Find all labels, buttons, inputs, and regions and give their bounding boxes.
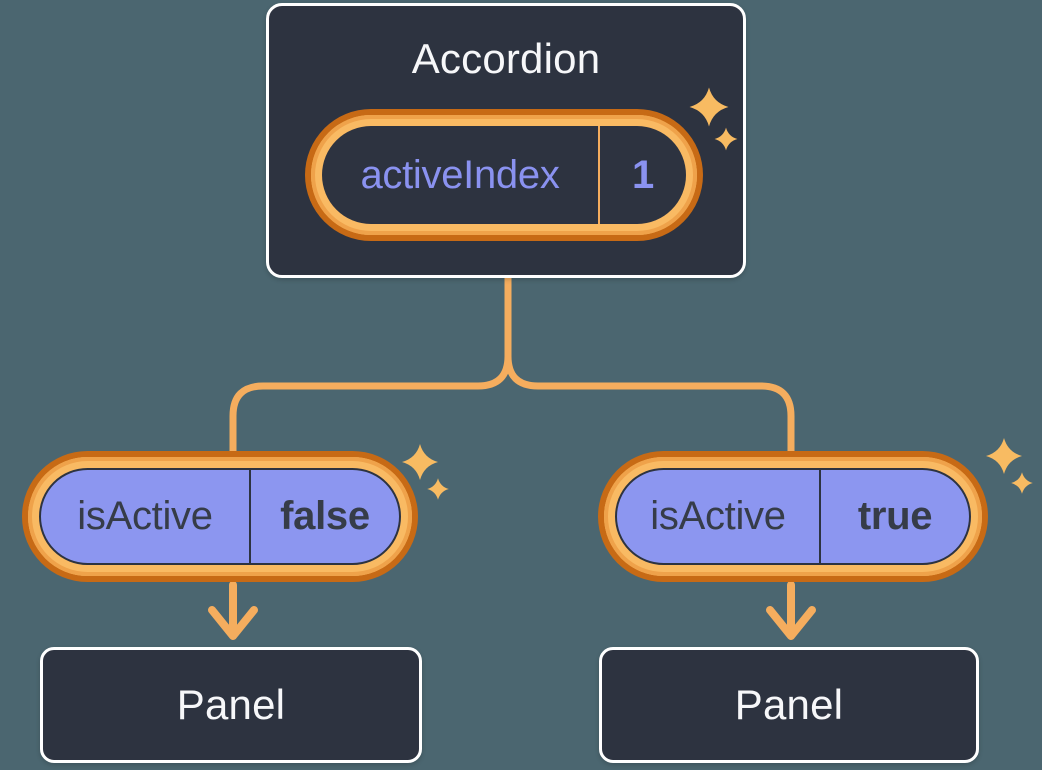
prop-pill-ring: isActive true <box>604 457 982 576</box>
prop-pill-divider <box>249 470 251 563</box>
state-name: activeIndex <box>360 152 560 197</box>
prop-name: isActive <box>77 494 213 538</box>
connector-left-branch <box>229 272 512 457</box>
accordion-card: Accordion activeIndex 1 <box>266 3 746 278</box>
prop-pill-body: isActive false <box>39 468 401 565</box>
panel-title: Panel <box>176 681 286 728</box>
arrow-down-icon <box>766 581 816 640</box>
connector-right-branch <box>504 272 795 457</box>
prop-pill-divider <box>819 470 821 563</box>
prop-pill-isactive-false: isActive false <box>22 451 418 582</box>
prop-pill-body: isActive true <box>615 468 971 565</box>
prop-name: isActive <box>650 494 786 538</box>
prop-value: false <box>280 494 370 538</box>
prop-value: true <box>857 494 933 538</box>
prop-pill-ring: isActive false <box>28 457 412 576</box>
state-pill-activeindex: activeIndex 1 <box>305 109 703 241</box>
state-pill-body: activeIndex 1 <box>322 126 686 224</box>
panel-card-right: Panel <box>599 647 979 763</box>
accordion-title: Accordion <box>411 35 601 82</box>
state-pill-ring: activeIndex 1 <box>311 115 697 235</box>
arrow-down-icon <box>208 581 258 640</box>
prop-pill-isactive-true: isActive true <box>598 451 988 582</box>
panel-title: Panel <box>734 681 844 728</box>
state-value: 1 <box>632 152 654 197</box>
panel-card-left: Panel <box>40 647 422 763</box>
state-pill-divider <box>598 126 600 224</box>
